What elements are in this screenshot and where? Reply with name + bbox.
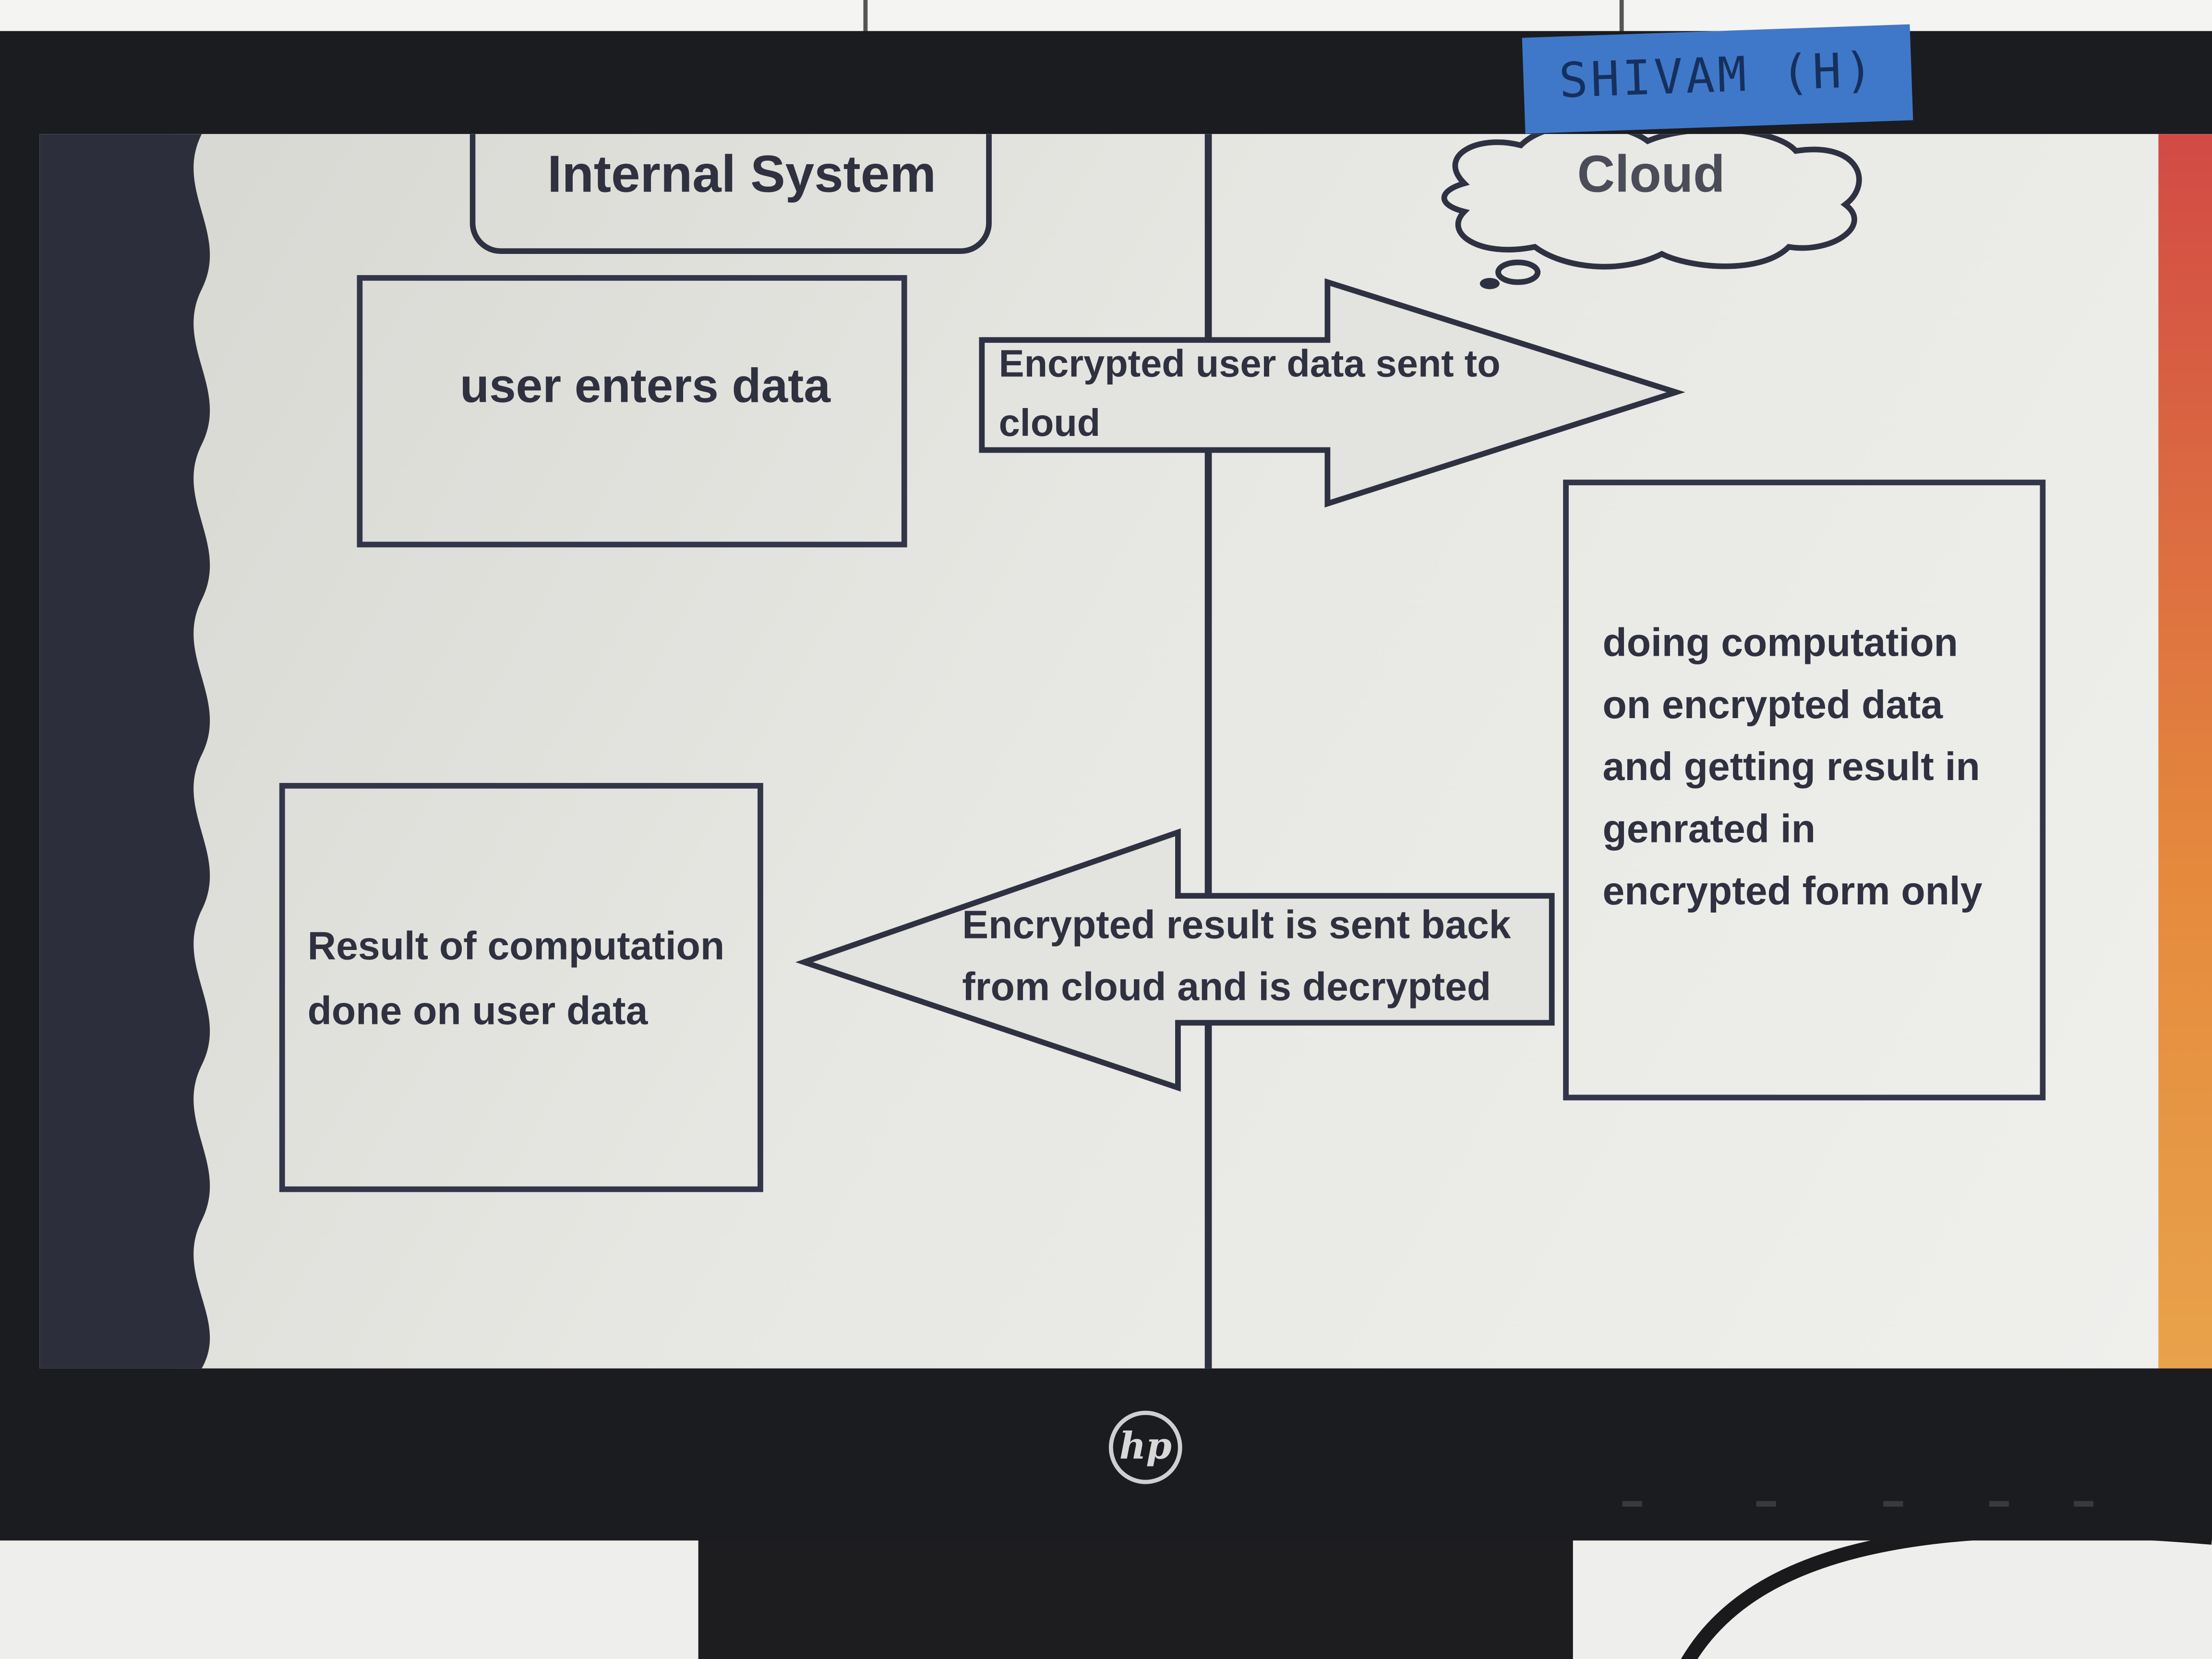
- result-line-1: Result of computation: [307, 924, 725, 968]
- cloud-tail-bubble: [1495, 259, 1541, 285]
- computation-line-2: on encrypted data: [1602, 683, 1943, 727]
- computation-line-4: genrated in: [1602, 806, 1816, 851]
- cloud-label: Cloud: [1577, 145, 1725, 204]
- cloud-tail-dot: [1479, 277, 1500, 289]
- arrow-from-cloud: [795, 828, 1555, 1092]
- arrow-from-cloud-line-1: Encrypted result is sent back: [962, 902, 1511, 947]
- wavy-left-border: [39, 134, 210, 1369]
- wall-seam: [863, 0, 868, 37]
- monitor-button[interactable]: [1989, 1501, 2009, 1507]
- monitor-power-button[interactable]: [2074, 1501, 2094, 1507]
- computation-line-5: encrypted form only: [1602, 869, 1983, 913]
- computation-line-1: doing computation: [1602, 621, 1958, 665]
- monitor-button[interactable]: [1883, 1501, 1903, 1507]
- monitor-button[interactable]: [1622, 1501, 1642, 1507]
- tape-handwriting: SHIVAM (H): [1558, 42, 1877, 110]
- result-box: [279, 783, 763, 1192]
- user-enters-data-box: [357, 275, 907, 548]
- name-tape-label: SHIVAM (H): [1522, 24, 1913, 134]
- diagram-shapes: [795, 134, 1862, 1092]
- monitor-screen: Internal System Cloud user enters data E…: [39, 134, 2212, 1369]
- arrow-to-cloud: [979, 278, 1685, 508]
- slide-accent-edge: [2158, 134, 2212, 1369]
- cloud-shape: [1441, 134, 1862, 270]
- hp-logo: hp: [1108, 1410, 1182, 1484]
- wall-seam: [1619, 0, 1624, 37]
- internal-system-label: Internal System: [547, 145, 937, 204]
- internal-system-header: [469, 134, 992, 254]
- arrow-to-cloud-line-2: cloud: [998, 402, 1101, 445]
- result-line-2: done on user data: [307, 989, 648, 1033]
- arrow-from-cloud-line-2: from cloud and is decrypted: [962, 965, 1491, 1009]
- user-enters-data-label: user enters data: [460, 360, 830, 414]
- computation-line-3: and getting result in: [1602, 745, 1980, 789]
- monitor-stand: [698, 1530, 1573, 1659]
- computation-box: [1563, 480, 2046, 1101]
- monitor-button[interactable]: [1756, 1501, 1776, 1507]
- arrow-to-cloud-line-1: Encrypted user data sent to: [998, 343, 1501, 385]
